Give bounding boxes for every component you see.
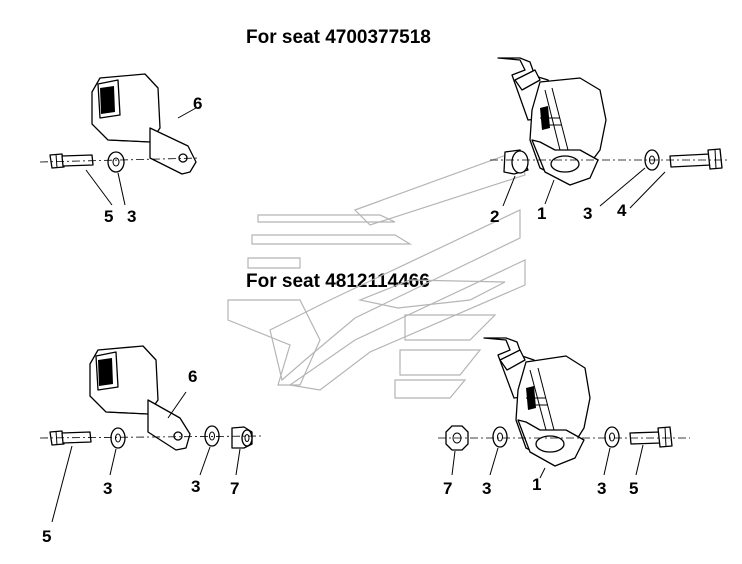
callout-bolt-left-top: 5 xyxy=(104,207,113,226)
callout-bolt-right-bottom: 5 xyxy=(629,479,638,498)
callout-retractor-top: 1 xyxy=(537,204,546,223)
washer-icon xyxy=(204,425,220,447)
title-top-seat: For seat 4700377518 xyxy=(246,27,431,48)
callout-washer-mid-bottom: 3 xyxy=(191,477,200,496)
bolt-icon xyxy=(629,426,673,448)
washer-icon xyxy=(492,426,508,448)
bolt-icon xyxy=(49,153,94,169)
washer-icon xyxy=(604,426,620,448)
title-bottom-seat: For seat 4812114466 xyxy=(246,271,430,292)
callout-retractor-bottom: 1 xyxy=(532,475,541,494)
callout-washer-left-top: 3 xyxy=(127,207,136,226)
callout-bolt-right-top: 4 xyxy=(617,201,627,220)
callout-bolt-left-bottom: 5 xyxy=(42,527,51,546)
washer-icon xyxy=(107,151,125,173)
callout-nut-right-bottom: 7 xyxy=(443,479,452,498)
callout-buckle-top: 6 xyxy=(193,94,202,113)
callout-washer-right-top: 3 xyxy=(583,204,592,223)
callout-washer-left-bottom: 3 xyxy=(103,479,112,498)
spacer-bushing-icon xyxy=(503,149,529,175)
callout-washer-right-a-bottom: 3 xyxy=(482,479,491,498)
seat-belt-buckle-icon xyxy=(91,73,197,175)
callout-buckle-bottom: 6 xyxy=(188,367,197,386)
callout-spacer-top: 2 xyxy=(490,207,499,226)
hex-nut-icon xyxy=(231,426,253,449)
washer-icon xyxy=(110,427,126,449)
bolt-icon xyxy=(669,148,723,170)
callout-nut-left-bottom: 7 xyxy=(230,479,239,498)
callout-washer-right-b-bottom: 3 xyxy=(597,479,606,498)
seat-belt-buckle-icon xyxy=(89,345,191,451)
seat-belt-retractor-icon xyxy=(483,337,591,467)
brand-watermark xyxy=(227,149,526,399)
